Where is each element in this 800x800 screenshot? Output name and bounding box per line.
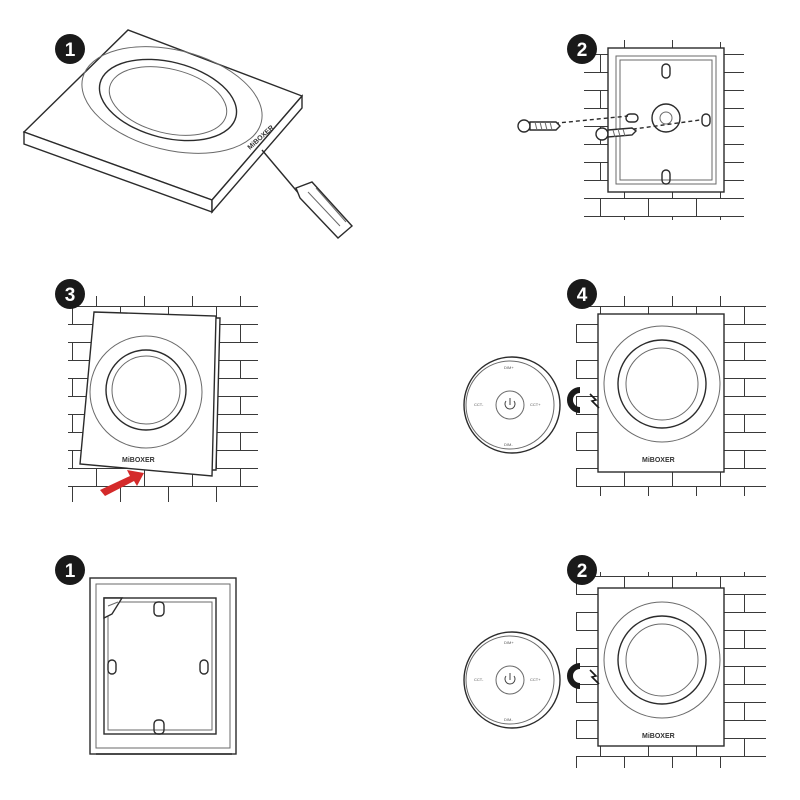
- step-2-illustration: [517, 40, 744, 220]
- brand-logo: MiBOXER: [642, 733, 675, 740]
- remote-control: DIM+ DIM- CCT- CCT+: [463, 356, 561, 454]
- step-1b-illustration: [89, 577, 237, 755]
- bolt-icon: [589, 393, 600, 409]
- magnet-icon: [567, 663, 581, 689]
- step-badge-1: 1: [55, 34, 85, 64]
- step-3-illustration: MiBOXER: [68, 296, 258, 502]
- remote-label-right: CCT+: [530, 677, 541, 682]
- step-2b-illustration: MiBOXER DIM+ DIM- CCT- CCT+: [463, 572, 766, 768]
- power-icon: [504, 398, 516, 410]
- power-icon: [504, 673, 516, 685]
- svg-text:4: 4: [577, 285, 588, 306]
- bolt-icon: [589, 669, 600, 685]
- step-badge-3: 3: [55, 279, 85, 309]
- screw-icon: [595, 127, 638, 141]
- magnet-icon: [567, 387, 581, 413]
- step-badge-4: 4: [567, 279, 597, 309]
- remote-label-top: DIM+: [504, 640, 514, 645]
- step-badge-2: 2: [567, 34, 597, 64]
- remote-label-left: CCT-: [474, 677, 484, 682]
- remote-label-bottom: DIM-: [504, 717, 513, 722]
- remote-control: DIM+ DIM- CCT- CCT+: [463, 631, 561, 729]
- svg-text:3: 3: [65, 285, 76, 306]
- screw-icon: [517, 119, 561, 133]
- screwdriver-icon: [261, 149, 354, 239]
- svg-text:1: 1: [65, 561, 76, 582]
- step-badge-2b: 2: [567, 555, 597, 585]
- remote-label-top: DIM+: [504, 365, 514, 370]
- arrow-icon: [100, 470, 144, 496]
- brand-logo: MiBOXER: [122, 457, 155, 464]
- svg-text:1: 1: [65, 40, 76, 61]
- svg-text:2: 2: [577, 561, 588, 582]
- remote-label-left: CCT-: [474, 402, 484, 407]
- remote-label-right: CCT+: [530, 402, 541, 407]
- svg-text:2: 2: [577, 40, 588, 61]
- step-4-illustration: MiBOXER DIM+ DIM- CCT- CCT+: [463, 296, 766, 496]
- remote-label-bottom: DIM-: [504, 442, 513, 447]
- step-1-illustration: MiBOXER: [22, 29, 354, 239]
- brand-logo: MiBOXER: [642, 457, 675, 464]
- step-badge-1b: 1: [55, 555, 85, 585]
